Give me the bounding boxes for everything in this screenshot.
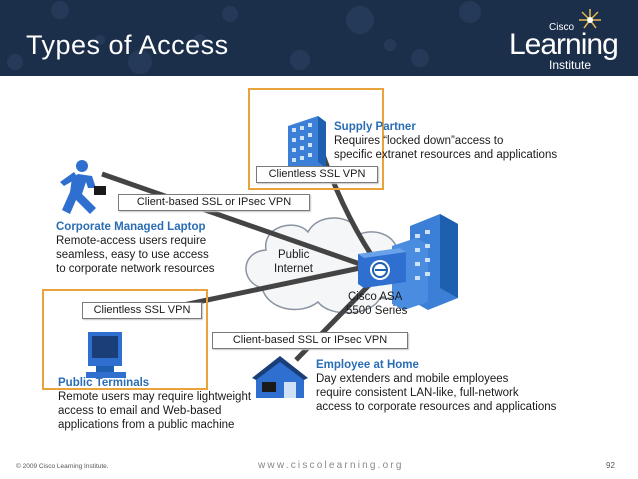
running-person-icon bbox=[60, 160, 106, 214]
laptop-desc-1: Remote-access users require bbox=[56, 235, 207, 247]
home-title: Employee at Home bbox=[316, 359, 419, 371]
terminals-desc-3: applications from a public machine bbox=[58, 419, 235, 431]
logo-learning-text: Learning bbox=[509, 28, 619, 61]
supply-partner-title: Supply Partner bbox=[334, 121, 416, 133]
asa-label-1: Cisco ASA bbox=[348, 291, 403, 303]
supply-building-icon bbox=[288, 116, 326, 178]
laptop-desc-3: to corporate network resources bbox=[56, 263, 215, 275]
terminal-highlight-frame bbox=[42, 289, 208, 390]
supply-highlight-frame bbox=[248, 88, 384, 190]
sunburst-icon bbox=[579, 9, 601, 29]
home-vpn-label: Client-based SSL or IPsec VPN bbox=[212, 332, 408, 349]
logo-institute-text: Institute bbox=[549, 58, 592, 72]
cisco-learning-logo: Cisco Learning Institute bbox=[505, 8, 635, 72]
internet-label-2: Internet bbox=[274, 263, 313, 275]
laptop-title: Corporate Managed Laptop bbox=[56, 221, 206, 233]
supply-partner-desc-1: Requires “locked down”access to bbox=[334, 135, 504, 147]
laptop-vpn-label: Client-based SSL or IPsec VPN bbox=[118, 194, 310, 211]
home-desc-3: access to corporate resources and applic… bbox=[316, 401, 557, 413]
terminals-desc-2: access to email and Web-based bbox=[58, 405, 222, 417]
logo-cisco-text: Cisco bbox=[549, 22, 575, 33]
terminals-title: Public Terminals bbox=[58, 377, 150, 389]
terminals-desc-1: Remote users may require lightweight bbox=[58, 391, 252, 403]
footer-url: www.ciscolearning.org bbox=[258, 460, 404, 471]
home-icon bbox=[252, 356, 308, 398]
supply-vpn-label: Clientless SSL VPN bbox=[256, 166, 378, 183]
terminal-vpn-label: Clientless SSL VPN bbox=[82, 302, 202, 319]
supply-partner-desc-2: specific extranet resources and applicat… bbox=[334, 149, 558, 161]
page-number: 92 bbox=[606, 461, 615, 470]
header-pattern bbox=[7, 1, 481, 74]
footer-copyright: © 2009 Cisco Learning Institute. bbox=[16, 463, 109, 470]
internet-label-1: Public bbox=[278, 249, 310, 261]
diagram-graphics bbox=[60, 116, 458, 398]
home-desc-2: require consistent LAN-like, full-networ… bbox=[316, 387, 519, 399]
access-diagram: Clientless SSL VPN Client-based SSL or I… bbox=[0, 76, 638, 456]
page-title: Types of Access bbox=[26, 30, 229, 60]
header-banner: Types of Access Cisco Learning Institute bbox=[0, 0, 638, 76]
cisco-asa-icon bbox=[358, 248, 406, 288]
public-terminal-icon bbox=[86, 332, 126, 378]
laptop-desc-2: seamless, easy to use access bbox=[56, 249, 209, 261]
asa-label-2: 5500 Series bbox=[346, 305, 408, 317]
home-desc-1: Day extenders and mobile employees bbox=[316, 373, 509, 385]
